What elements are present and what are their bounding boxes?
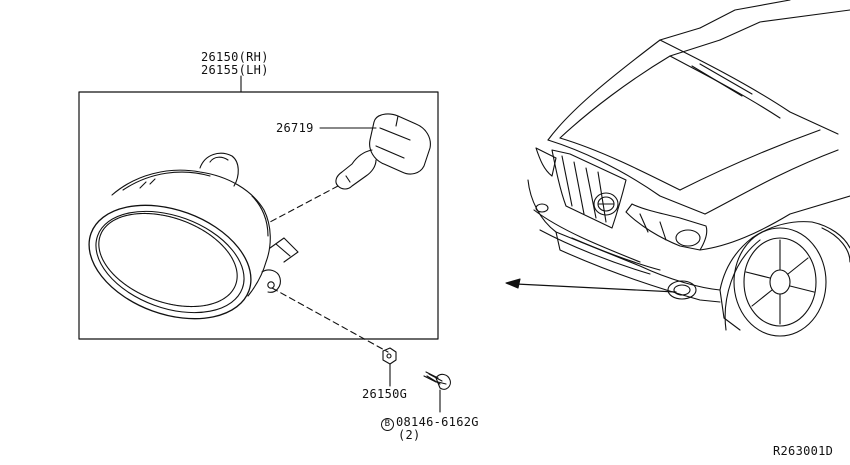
bulb-alignment-line — [269, 185, 339, 223]
fastener-alignment-line — [271, 287, 389, 353]
bolt-prefix-symbol: B — [381, 418, 394, 431]
diagram-code-label: R263001D — [773, 444, 834, 458]
location-callout-arrowhead — [505, 278, 521, 289]
nut-part-label: 26150G — [362, 387, 408, 401]
location-callout-line — [515, 283, 677, 293]
truck-front-view — [527, 0, 850, 337]
bolt-part-number: 08146-6162G — [396, 415, 479, 429]
nut-part — [382, 347, 397, 365]
fog-bulb — [335, 113, 431, 190]
assembly-rh-label: 26150(RH) — [201, 50, 269, 64]
bolt-quantity-label: (2) — [398, 428, 421, 442]
assembly-frame — [78, 91, 439, 340]
bolt-part — [423, 371, 451, 390]
fog-lamp-housing — [88, 152, 299, 320]
assembly-lh-label: 26155(LH) — [201, 63, 269, 77]
bulb-part-label: 26719 — [276, 121, 314, 135]
